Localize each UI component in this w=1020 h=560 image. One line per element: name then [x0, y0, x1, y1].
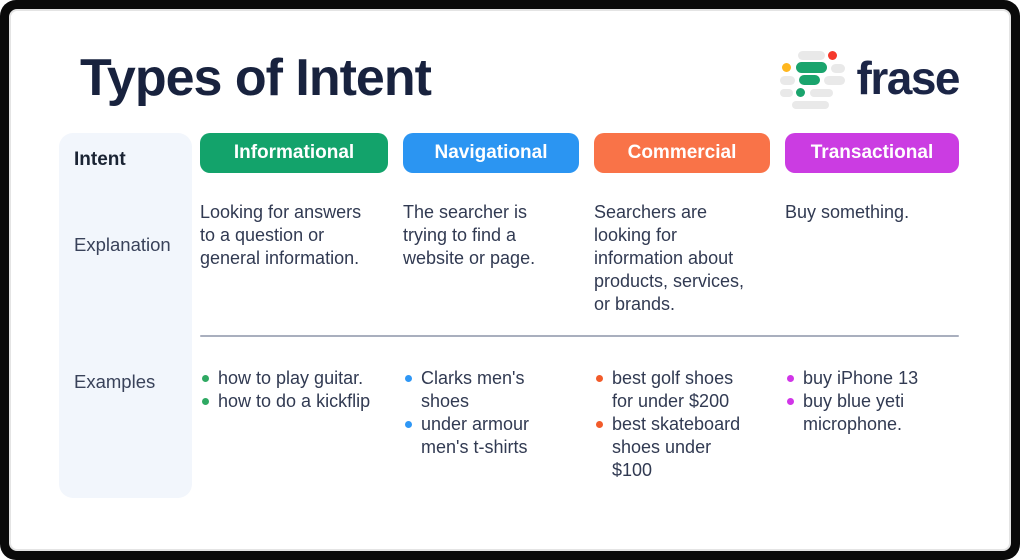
example-item: best golf shoes for under $200 — [596, 367, 744, 413]
row-label-examples: Examples — [74, 371, 156, 392]
bullet-dot — [202, 398, 209, 405]
frase-logo-icon — [779, 51, 845, 109]
page-title: Types of Intent — [80, 49, 432, 107]
intent-badge-transactional: Transactional — [785, 133, 959, 173]
example-text: how to do a kickflip — [218, 391, 371, 411]
example-item: how to do a kickflip — [202, 390, 380, 413]
intent-badge-navigational: Navigational — [403, 133, 579, 173]
example-item: buy iPhone 13 — [787, 367, 939, 390]
bullet-dot — [405, 375, 412, 382]
bullet-dot — [787, 398, 794, 405]
example-text: best skateboard shoes under $100 — [612, 414, 741, 480]
example-text: Clarks men's shoes — [421, 368, 525, 411]
intent-table: Intent Explanation Examples Informationa… — [59, 133, 961, 498]
intent-badge-cell-informational: Informational — [200, 133, 388, 201]
bullet-dot — [405, 421, 412, 428]
slide: Types of Intent frase — [9, 9, 1011, 551]
row-label-explanation: Explanation — [74, 234, 171, 255]
row-label-intent: Intent — [74, 149, 126, 170]
intent-badge-commercial: Commercial — [594, 133, 770, 173]
intent-explanation-commercial: Searchers are looking for information ab… — [594, 202, 745, 314]
frase-logo: frase — [777, 47, 961, 109]
bullet-dot — [596, 421, 603, 428]
intent-explanation-informational: Looking for answers to a question or gen… — [200, 202, 362, 268]
example-text: buy iPhone 13 — [803, 368, 919, 388]
intent-badge-informational: Informational — [200, 133, 388, 173]
example-text: under armour men's t-shirts — [421, 414, 530, 457]
header: Types of Intent frase — [11, 47, 1009, 109]
example-item: buy blue yeti microphone. — [787, 390, 939, 436]
example-text: buy blue yeti microphone. — [803, 391, 905, 434]
row-labels-column: Intent Explanation Examples — [59, 133, 192, 498]
bullet-dot — [787, 375, 794, 382]
example-item: how to play guitar. — [202, 367, 380, 390]
example-item: Clarks men's shoes — [405, 367, 557, 413]
example-text: best golf shoes for under $200 — [612, 368, 734, 411]
intent-explanation-navigational: The searcher is trying to find a website… — [403, 202, 536, 268]
intent-columns-grid: Informational Navigational Commercial Trans… — [200, 133, 959, 498]
intent-examples-list-informational: how to play guitar. how to do a kickflip — [200, 337, 388, 498]
row-divider — [200, 335, 959, 337]
example-item: best skateboard shoes under $100 — [596, 413, 744, 482]
intent-badge-cell-commercial: Commercial — [594, 133, 770, 201]
frase-logo-text: frase — [856, 52, 961, 104]
bullet-dot — [596, 375, 603, 382]
example-text: how to play guitar. — [218, 368, 364, 388]
intent-badge-cell-navigational: Navigational — [403, 133, 579, 201]
intent-badge-cell-transactional: Transactional — [785, 133, 959, 201]
intent-explanation-transactional: Buy something. — [785, 202, 910, 222]
example-item: under armour men's t-shirts — [405, 413, 557, 459]
intent-examples-list-transactional: buy iPhone 13 buy blue yeti microphone. — [785, 337, 959, 498]
bullet-dot — [202, 375, 209, 382]
